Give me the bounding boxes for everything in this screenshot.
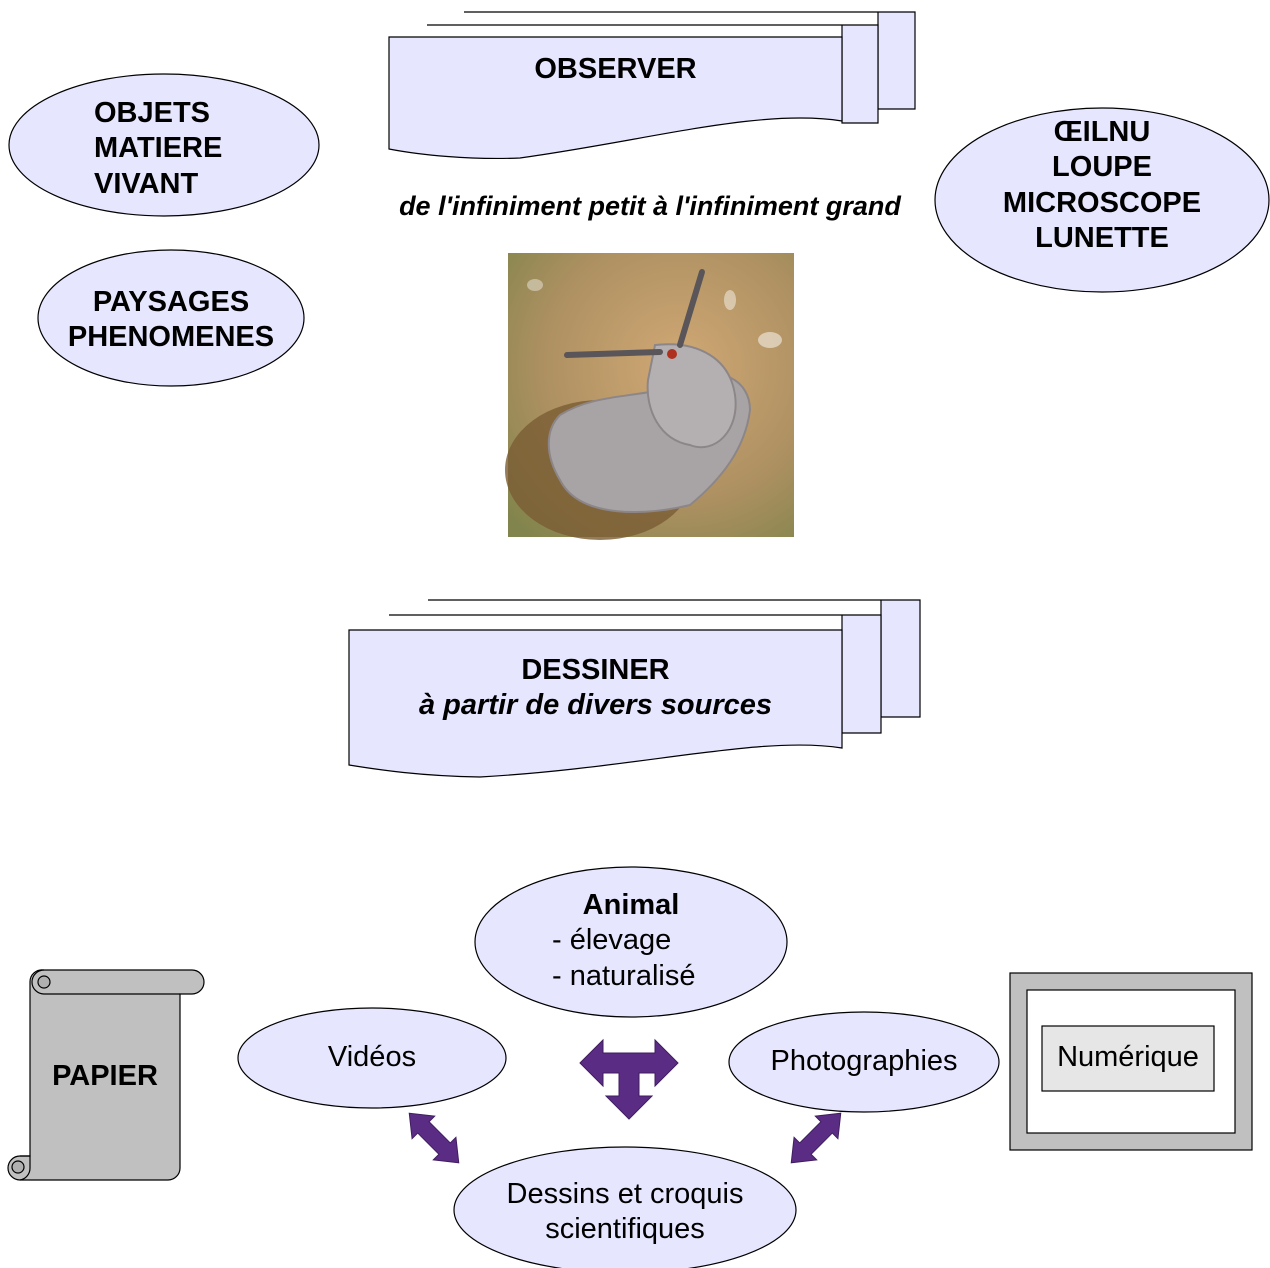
objets-line-2: MATIERE <box>94 132 223 165</box>
paysages-text: PAYSAGES PHENOMENES <box>38 285 304 356</box>
instruments-line-1: ŒILNU <box>1053 116 1151 148</box>
animal-item-2: - naturalisé <box>552 959 696 992</box>
dessiner-document-stack <box>348 599 921 778</box>
photographies-text: Photographies <box>770 1045 958 1077</box>
objets-text: OBJETS MATIERE VIVANT <box>30 96 334 202</box>
instruments-line-4: LUNETTE <box>1035 222 1169 255</box>
animal-ellipse <box>474 866 788 1018</box>
photographies-ellipse <box>728 1011 1000 1113</box>
animal-title: Animal <box>582 889 680 921</box>
observer-sheet-middle <box>427 24 879 124</box>
papier-scroll <box>7 969 205 1181</box>
dessiner-sheet-front <box>348 629 843 778</box>
objets-line-3: VIVANT <box>94 167 199 200</box>
observer-document-stack <box>388 11 916 160</box>
instruments-text: ŒILNU LOUPE MICROSCOPE LUNETTE <box>935 115 1269 257</box>
dessiner-sheet-middle <box>389 614 882 734</box>
observer-sheet-front <box>388 36 843 160</box>
paysages-ellipse <box>37 249 305 387</box>
dessiner-sheet-back <box>428 599 921 718</box>
paysages-line-1: PAYSAGES <box>92 286 250 318</box>
instruments-ellipse <box>934 107 1270 293</box>
videos-ellipse <box>237 1007 507 1109</box>
objets-line-1: OBJETS <box>94 97 211 129</box>
animal-item-1: - élevage <box>552 924 672 957</box>
dessins-line-2: scientifiques <box>545 1213 705 1246</box>
dessins-line-1: Dessins et croquis <box>506 1178 744 1210</box>
numerique-label: Numérique <box>1057 1041 1199 1073</box>
photographies-dessins-arrow <box>790 1112 842 1164</box>
snail-photo <box>505 253 794 540</box>
dessiner-line-1: DESSINER <box>521 654 670 686</box>
instruments-line-2: LOUPE <box>1052 151 1152 184</box>
objets-ellipse <box>8 73 320 217</box>
numerique-frame <box>1009 972 1253 1151</box>
dessiner-title: DESSINER à partir de divers sources <box>349 653 842 724</box>
observer-subtitle: de l'infiniment petit à l'infiniment gra… <box>399 191 901 221</box>
animal-text: Animal - élevage - naturalisé <box>475 888 787 994</box>
double-arrow-icon <box>579 1038 679 1120</box>
paysages-line-2: PHENOMENES <box>67 321 275 354</box>
papier-label: PAPIER <box>52 1060 158 1092</box>
dessins-text: Dessins et croquis scientifiques <box>454 1177 796 1248</box>
dessins-ellipse <box>453 1146 797 1268</box>
videos-text: Vidéos <box>327 1041 417 1073</box>
observer-sheet-back <box>464 11 916 110</box>
dessiner-line-2: à partir de divers sources <box>419 689 772 722</box>
videos-dessins-arrow <box>408 1112 460 1164</box>
instruments-line-3: MICROSCOPE <box>1002 186 1202 219</box>
observer-title: OBSERVER <box>534 53 697 85</box>
